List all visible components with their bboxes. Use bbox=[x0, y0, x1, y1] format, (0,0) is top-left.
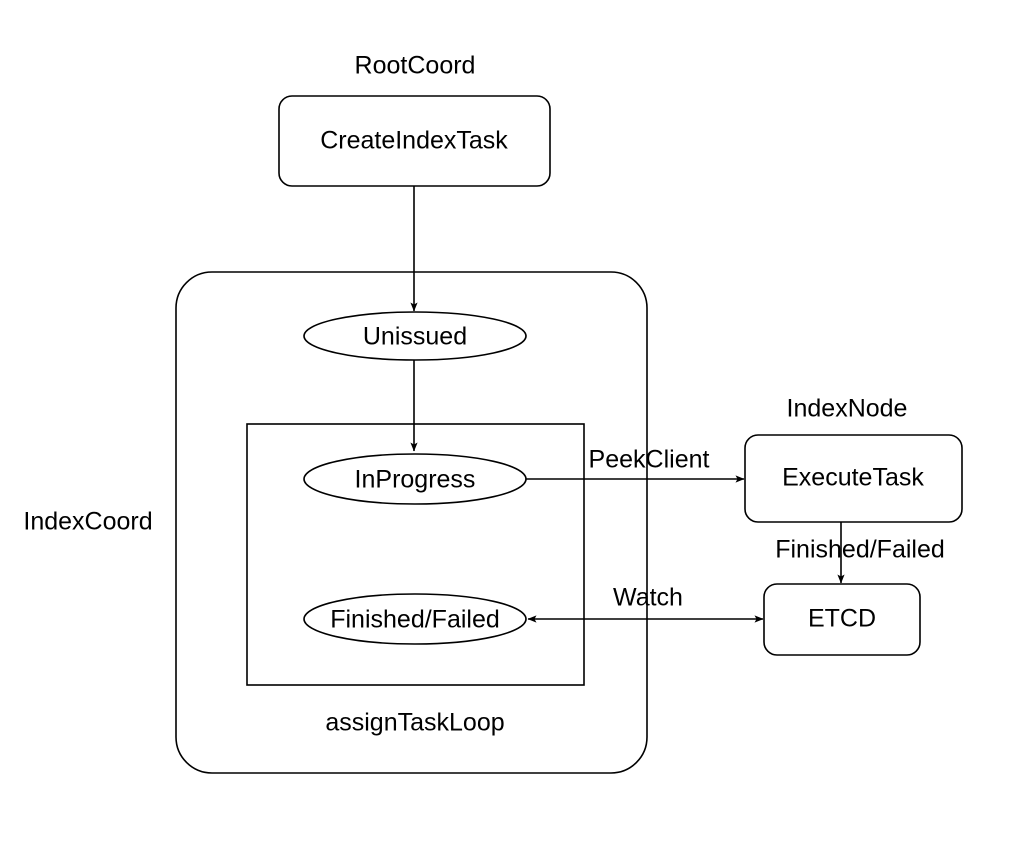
in-progress-shape[interactable] bbox=[303, 453, 527, 505]
indexnode-label: IndexNode bbox=[787, 395, 908, 423]
etcd-shape[interactable] bbox=[763, 583, 921, 656]
edge-label-peekclient: PeekClient bbox=[589, 446, 710, 474]
finished-failed-shape[interactable] bbox=[303, 593, 527, 645]
in-progress-label: InProgress bbox=[355, 466, 476, 494]
unissued-shape[interactable] bbox=[303, 311, 527, 361]
unissued-label: Unissued bbox=[363, 323, 467, 351]
node-in-progress[interactable]: InProgress bbox=[303, 453, 527, 505]
node-etcd[interactable]: ETCD bbox=[763, 583, 921, 656]
create-index-task-shape[interactable] bbox=[278, 95, 551, 187]
node-unissued[interactable]: Unissued bbox=[303, 311, 527, 361]
watch-label: Watch bbox=[613, 584, 683, 612]
finished-failed-label: Finished/Failed bbox=[330, 606, 500, 634]
group-indexnode: IndexNode bbox=[787, 395, 908, 423]
rootcoord-label: RootCoord bbox=[355, 52, 476, 80]
finished-failed-edge-label: Finished/Failed bbox=[775, 536, 945, 564]
assigntaskloop-label: assignTaskLoop bbox=[325, 709, 504, 737]
create-index-task-label: CreateIndexTask bbox=[320, 127, 508, 155]
node-create-index-task[interactable]: CreateIndexTask bbox=[278, 95, 551, 187]
indexcoord-label: IndexCoord bbox=[23, 508, 152, 536]
group-rootcoord: RootCoord bbox=[355, 52, 476, 80]
edge-label-finished-failed: Finished/Failed bbox=[775, 536, 945, 564]
execute-task-shape[interactable] bbox=[744, 434, 963, 523]
peekclient-label: PeekClient bbox=[589, 446, 710, 474]
edge-label-watch: Watch bbox=[613, 584, 683, 612]
execute-task-label: ExecuteTask bbox=[782, 464, 924, 492]
node-execute-task[interactable]: ExecuteTask bbox=[744, 434, 963, 523]
node-finished-failed[interactable]: Finished/Failed bbox=[303, 593, 527, 645]
etcd-label: ETCD bbox=[808, 605, 876, 633]
